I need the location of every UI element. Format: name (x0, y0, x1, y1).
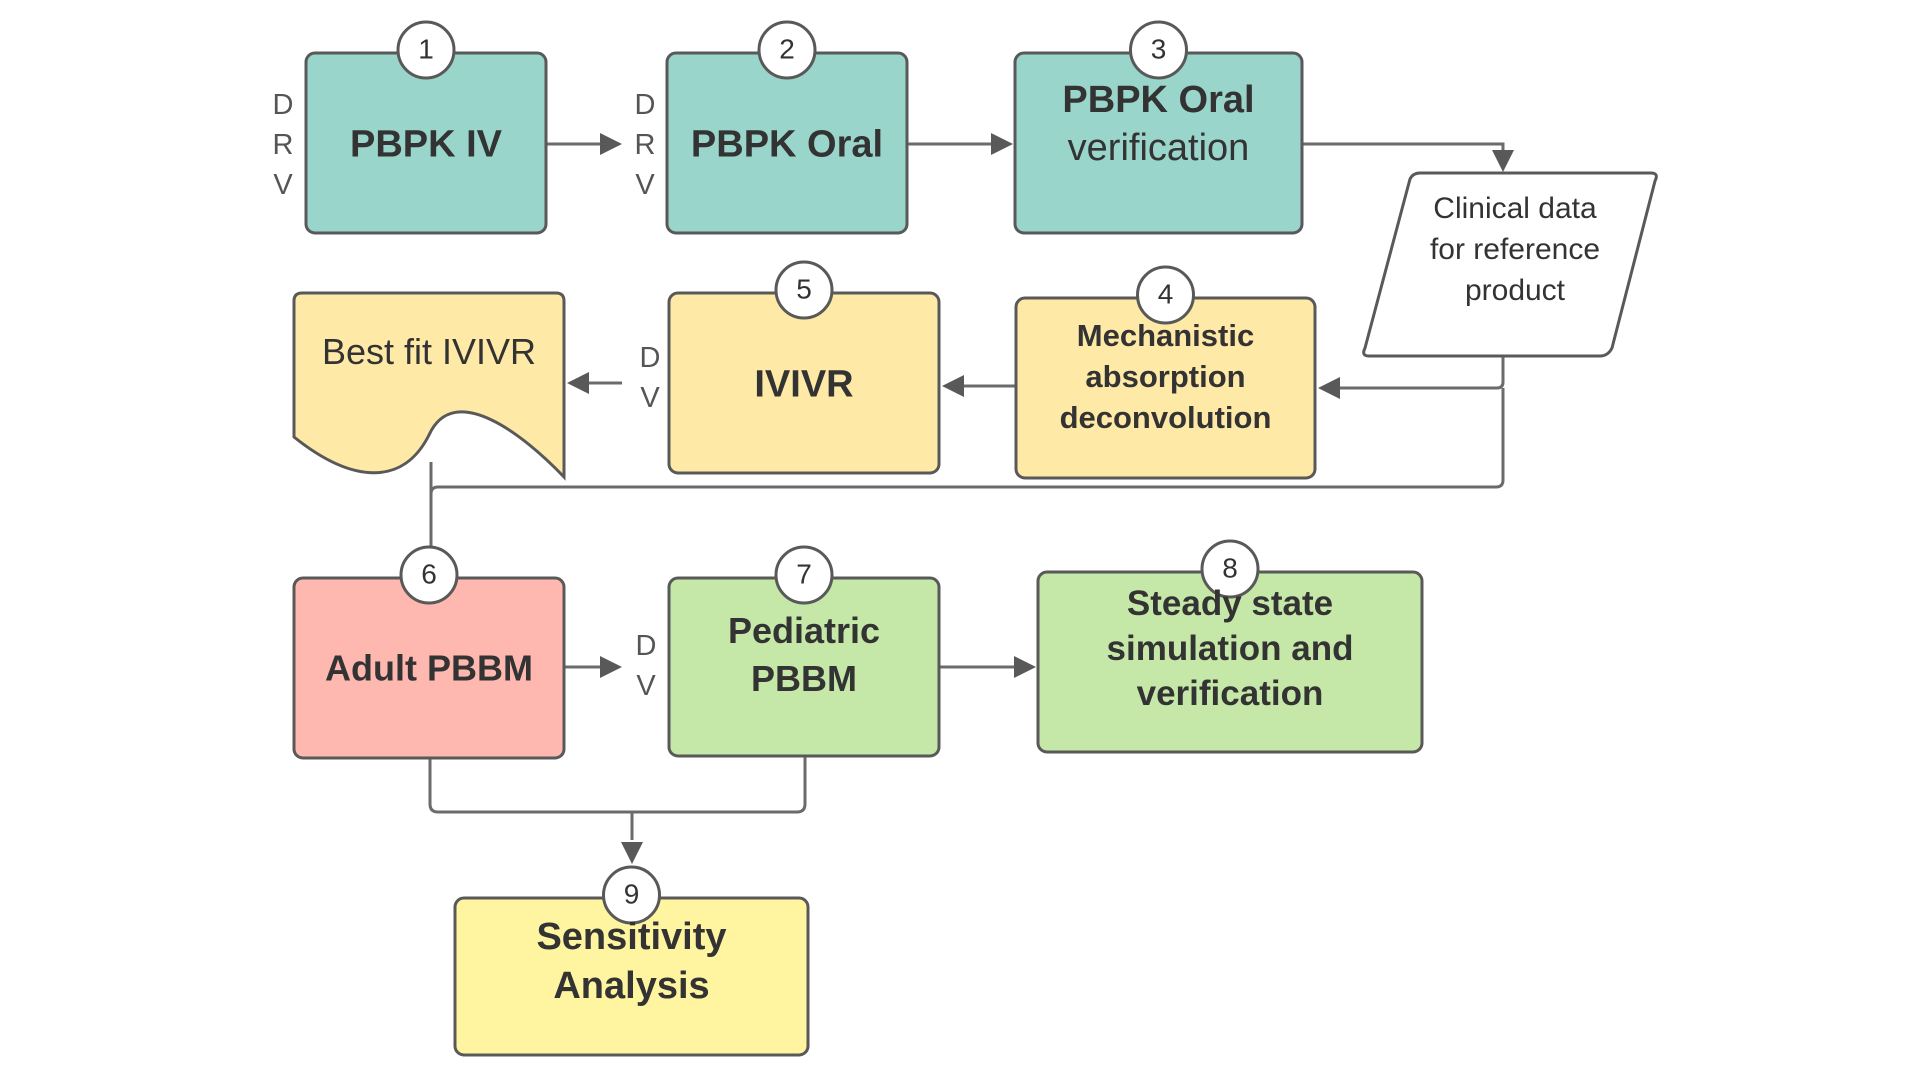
node-label-line: absorption (1085, 359, 1245, 394)
side-labels: DV (640, 342, 661, 414)
side-label-v: V (273, 169, 293, 201)
node-label-line: PBPK IV (350, 123, 503, 165)
badge-circle (396, 20, 456, 80)
side-label-v: V (636, 670, 656, 702)
step-number: 5 (796, 274, 812, 305)
arrowhead-icon (1492, 150, 1514, 172)
step-number-badge: 5 (774, 260, 834, 320)
side-label-d: D (273, 89, 294, 121)
side-label-v: V (640, 382, 660, 414)
step-number: 9 (624, 879, 640, 910)
badge-circle (602, 865, 661, 925)
node-label-line: simulation and (1107, 629, 1354, 668)
node-label-line: PBBM (751, 658, 857, 699)
side-label-v: V (635, 169, 655, 201)
edge-n6-n7-join (428, 756, 807, 814)
node-label-line: verification (1137, 674, 1324, 713)
node-bestfit[interactable]: Best fit IVIVR (292, 291, 566, 481)
node-label-line: Adult PBBM (325, 648, 533, 689)
arrowhead-icon (1318, 377, 1340, 399)
node-clinical[interactable]: Clinical data for reference product (1362, 171, 1658, 358)
step-number-badge: 3 (1129, 20, 1188, 80)
node-label-line: Analysis (553, 965, 709, 1007)
node-label-line: Clinical data (1433, 192, 1597, 225)
node-label-line: Sensitivity (536, 916, 726, 958)
badge-circle (757, 20, 817, 80)
connectors (420, 133, 1514, 864)
parallelogram-shape (1362, 171, 1658, 358)
node-label-line: Steady state (1127, 584, 1333, 623)
node-label-line: PBPK Oral (691, 123, 883, 165)
badge-circle (1129, 20, 1188, 80)
node-label-line: PBPK Oral (1062, 79, 1254, 121)
arrowhead-icon (621, 842, 643, 864)
badge-circle (399, 545, 459, 605)
edge-n3-clinical (1302, 142, 1505, 152)
step-number-badge: 4 (1136, 265, 1195, 325)
arrowhead-icon (991, 133, 1013, 155)
edge-clinical-n6 (429, 388, 1505, 495)
step-number: 7 (796, 559, 812, 590)
node-label-line: verification (1068, 127, 1250, 169)
badge-circle (1136, 265, 1195, 325)
arrowhead-icon (942, 375, 964, 397)
node-label-line: product (1465, 274, 1566, 307)
step-number: 6 (421, 559, 437, 590)
arrowhead-icon (600, 656, 622, 678)
node-label-line: Mechanistic (1077, 318, 1254, 353)
step-number-badge: 6 (399, 545, 459, 605)
arrowhead-icon (600, 133, 622, 155)
badge-circle (1200, 539, 1260, 599)
side-label-d: D (635, 89, 656, 121)
step-number-badge: 9 (602, 865, 661, 925)
document-shape (292, 291, 566, 481)
node-label-line: IVIVR (754, 363, 853, 405)
node-label-line: Pediatric (728, 610, 880, 651)
step-number-badge: 7 (774, 545, 834, 605)
side-labels: DRV (635, 89, 656, 201)
edge-clinical-n4 (1340, 356, 1505, 390)
step-number: 8 (1222, 553, 1238, 584)
badge-circle (774, 545, 834, 605)
node-label-line: for reference (1430, 233, 1600, 266)
step-number: 3 (1151, 34, 1167, 65)
side-label-d: D (640, 342, 661, 374)
side-label-r: R (635, 129, 656, 161)
side-label-r: R (273, 129, 294, 161)
side-label-d: D (636, 630, 657, 662)
step-number: 2 (779, 34, 795, 65)
node-label-line: deconvolution (1060, 400, 1272, 435)
badge-circle (774, 260, 834, 320)
step-number-badge: 1 (396, 20, 456, 80)
step-number: 4 (1158, 279, 1174, 310)
node-label-line: Best fit IVIVR (322, 331, 536, 372)
side-labels: DRV (273, 89, 294, 201)
step-number: 1 (418, 34, 434, 65)
arrowhead-icon (567, 372, 589, 394)
arrowhead-icon (1014, 656, 1036, 678)
side-labels: DV (636, 630, 657, 702)
step-number-badge: 8 (1200, 539, 1260, 599)
step-number-badge: 2 (757, 20, 817, 80)
